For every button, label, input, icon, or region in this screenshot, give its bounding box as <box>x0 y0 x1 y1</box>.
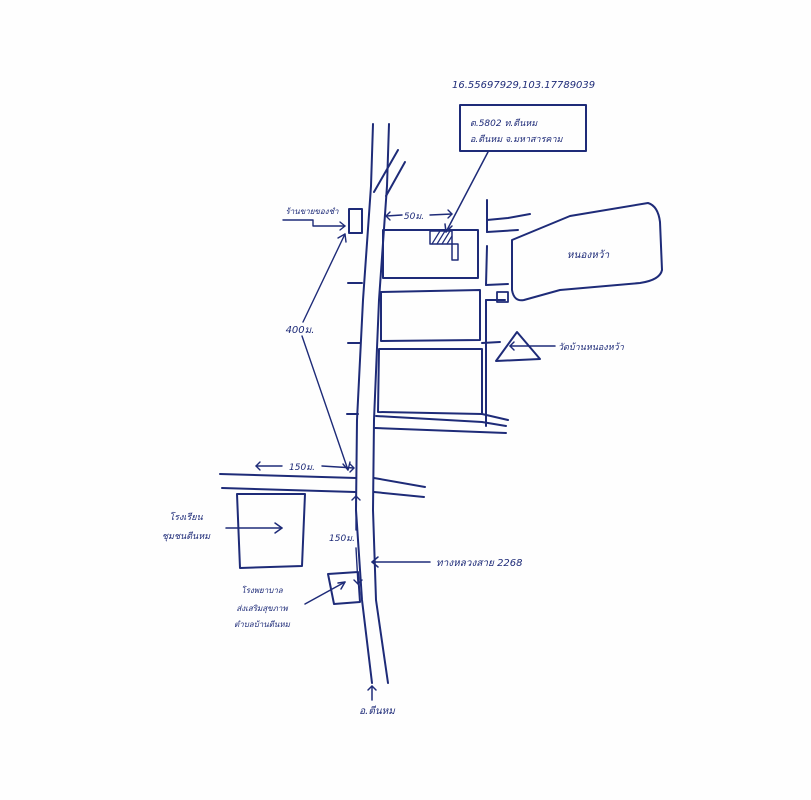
school-label-line2: ส่งเสริมสุขภาพ <box>236 604 288 614</box>
shop: ร้านขายของชำ <box>282 207 363 234</box>
dimension-50m: 50ม. <box>385 209 453 222</box>
cross-road <box>219 473 426 498</box>
dist-horizontal-label: 150ม. <box>289 463 315 473</box>
highway-label: ทางหลวงสาย 2268 <box>436 558 523 569</box>
school-label-line1: โรงพยาบาล <box>241 585 284 595</box>
hospital-building: โรงเรียน ชุมชนตีนหม <box>162 493 306 569</box>
dimension-400m: 400ม. <box>286 233 351 471</box>
branch-road <box>373 149 406 197</box>
upper-blocks <box>346 199 531 434</box>
highway-callout: ทางหลวงสาย 2268 <box>371 556 523 569</box>
plot-info-box: ต.5802 ท.ตีนหม อ.ตีนหม จ.มหาสารคาม <box>444 104 587 233</box>
shop-label: ร้านขายของชำ <box>285 207 339 216</box>
plot-label-line2: อ.ตีนหม จ.มหาสารคาม <box>470 134 563 145</box>
dist-lower-label: 150ม. <box>329 534 355 544</box>
hospital-label-line1: โรงเรียน <box>169 511 203 523</box>
plot-label-line1: ต.5802 ท.ตีนหม <box>470 118 538 129</box>
school-label-line3: ตำบลบ้านตีนหม <box>234 620 291 629</box>
pond-label: หนองหว้า <box>567 249 610 261</box>
small-building-icon <box>496 291 509 303</box>
temple: วัดบ้านหนองหว้า <box>495 331 625 362</box>
temple-label: วัดบ้านหนองหว้า <box>558 342 625 353</box>
pond: หนองหว้า <box>511 202 663 302</box>
dist-top-label: 50ม. <box>404 212 424 222</box>
plot-marker <box>429 230 459 261</box>
coordinates-label: 16.55697929,103.17789039 <box>452 80 595 91</box>
dimension-150m-horizontal: 150ม. <box>255 461 355 473</box>
school-building: โรงพยาบาล ส่งเสริมสุขภาพ ตำบลบ้านตีนหม <box>234 571 361 629</box>
dist-vertical-label: 400ม. <box>286 325 315 336</box>
shop-icon <box>348 208 363 234</box>
main-road <box>355 123 390 684</box>
bottom-label: อ.ตีนหม <box>359 705 396 717</box>
bottom-direction: อ.ตีนหม <box>359 685 396 717</box>
hospital-label-line2: ชุมชนตีนหม <box>162 531 211 542</box>
